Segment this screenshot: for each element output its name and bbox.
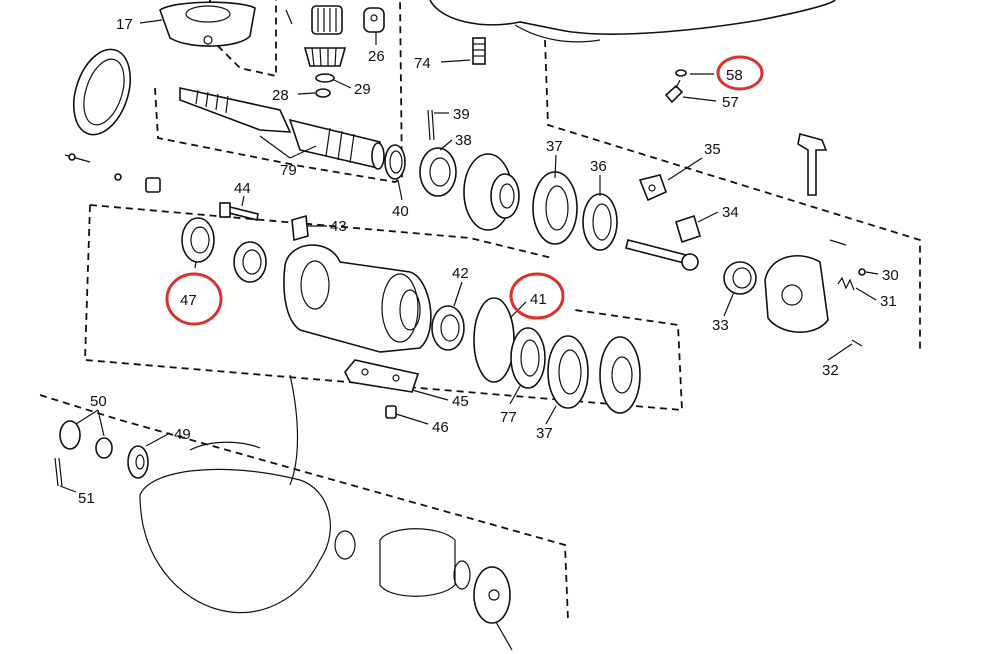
part-forward-gear [463, 153, 520, 231]
label-30: 30 [882, 267, 899, 284]
part-sleeve-ring [72, 48, 132, 136]
label-51: 51 [78, 490, 95, 507]
part-pinion-gear [303, 47, 347, 98]
highlight-circles [165, 55, 764, 326]
label-35: 35 [704, 141, 721, 158]
part-shift-rod [625, 239, 699, 271]
part-35-shift-cam [638, 174, 668, 202]
part-33-bearing [723, 261, 757, 295]
label-43: 43 [330, 218, 347, 235]
label-57: 57 [722, 94, 739, 111]
label-77: 77 [500, 409, 517, 426]
label-28: 28 [272, 87, 289, 104]
part-reverse-gear [599, 336, 641, 414]
part-46-screw [385, 405, 397, 419]
part-30-31-32-small [837, 268, 866, 347]
part-thrust-washer [473, 566, 511, 624]
label-39: 39 [453, 106, 470, 123]
part-bearing-needle [233, 241, 267, 283]
label-32: 32 [822, 362, 839, 379]
part-pin-left [64, 153, 161, 193]
part-41-oring [473, 297, 515, 383]
part-bearing-carrier [283, 244, 432, 353]
highlight-47 [165, 272, 223, 326]
label-29: 29 [354, 81, 371, 98]
label-46: 46 [432, 419, 449, 436]
bearing-carrier-top [89, 204, 553, 259]
label-44: 44 [234, 180, 251, 197]
part-bearing-26-area [285, 5, 385, 35]
label-31: 31 [880, 293, 897, 310]
part-74-bolt [472, 37, 486, 65]
shift-group-boundary [544, 39, 921, 352]
part-51-cotter-pin [54, 457, 63, 487]
part-34-clip [675, 214, 701, 244]
label-37-upper: 37 [546, 138, 563, 155]
label-34: 34 [722, 204, 739, 221]
leader-lines [59, 19, 879, 651]
label-38: 38 [455, 132, 472, 149]
highlight-58 [716, 55, 764, 91]
label-47: 47 [180, 292, 197, 309]
part-79-driveshaft [179, 87, 385, 170]
part-labels: 17 26 29 28 74 58 57 39 38 79 37 36 35 4… [78, 16, 899, 507]
part-45-plate [344, 359, 420, 393]
part-38-39 [419, 109, 457, 197]
label-36: 36 [590, 158, 607, 175]
part-36-shim [582, 193, 618, 251]
part-50-nut [59, 420, 113, 459]
part-clutch-housing [764, 239, 847, 333]
label-58: 58 [726, 67, 743, 84]
label-42: 42 [452, 265, 469, 282]
propeller-outline [139, 374, 331, 614]
part-43-plate [291, 214, 309, 242]
label-74: 74 [414, 55, 431, 72]
label-17: 17 [116, 16, 133, 33]
part-40-ring [384, 144, 406, 180]
highlight-41 [509, 272, 565, 320]
part-58-57 [664, 69, 687, 104]
label-49: 49 [174, 426, 191, 443]
label-50: 50 [90, 393, 107, 410]
part-37-shim-lower [547, 335, 589, 409]
part-17-cover [159, 1, 256, 47]
label-37-lower: 37 [536, 425, 553, 442]
label-45: 45 [452, 393, 469, 410]
label-26: 26 [368, 48, 385, 65]
part-37-shim-upper [532, 171, 578, 245]
label-41: 41 [530, 291, 547, 308]
label-79: 79 [280, 162, 297, 179]
label-33: 33 [712, 317, 729, 334]
part-44-screw [219, 202, 259, 221]
lower-group-boundary [39, 394, 569, 621]
part-vertical-shift-shaft [797, 133, 828, 196]
part-42-bearing [431, 305, 465, 351]
label-40: 40 [392, 203, 409, 220]
part-49-washer [127, 445, 149, 479]
part-77-shim [510, 327, 546, 389]
part-47-seal [181, 217, 215, 263]
gearcase-upper-shape [429, 0, 836, 43]
part-propeller-hub [334, 528, 471, 597]
